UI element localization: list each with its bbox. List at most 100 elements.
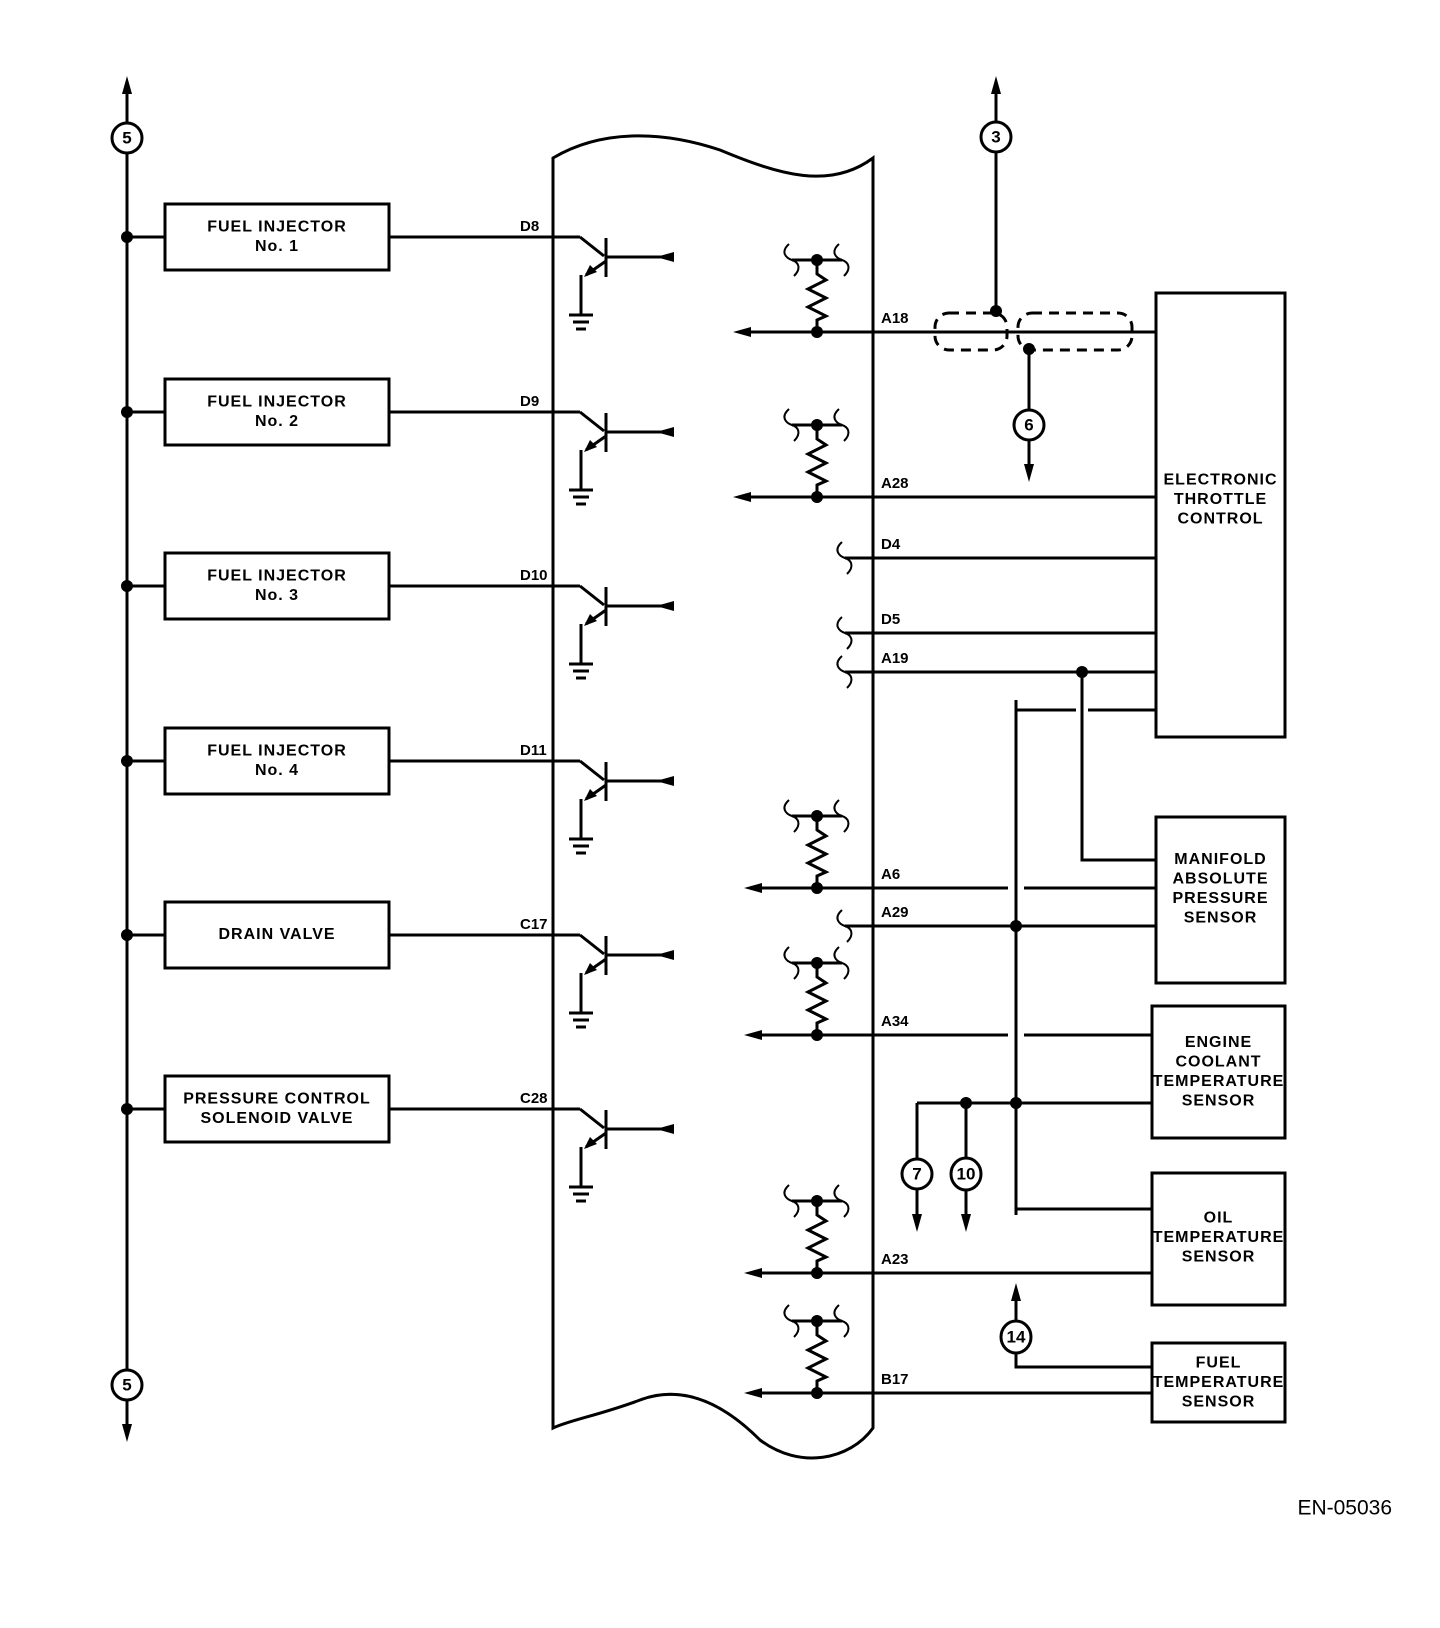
manifold-absolute-pressure-sensor-label-line: MANIFOLD (1174, 851, 1266, 868)
pin-label: C28 (520, 1090, 548, 1107)
resistor-node-dot (811, 882, 823, 894)
supply-break (783, 1304, 850, 1338)
shield-outline-1 (933, 311, 1009, 352)
supply-break (783, 946, 850, 980)
pin-label: D10 (520, 567, 548, 584)
ref-14-arrow-icon (1011, 1283, 1021, 1301)
connector-ref-3-label: 3 (991, 127, 1000, 146)
fuel-temperature-sensor-label-line: FUEL (1196, 1355, 1242, 1372)
electronic-throttle-control-box (1154, 291, 1287, 739)
engine-coolant-temperature-sensor-box (1150, 1004, 1287, 1140)
pin-label: D5 (881, 611, 900, 628)
resistor-node-dot (811, 1387, 823, 1399)
break-icon (836, 616, 853, 650)
manifold-absolute-pressure-sensor-label-line: ABSOLUTE (1173, 870, 1269, 887)
ground-icon (569, 837, 593, 855)
drain-valve-label-line: DRAIN VALVE (218, 926, 335, 943)
input-arrow-icon (733, 492, 751, 502)
emitter-arrow-icon (584, 1137, 597, 1149)
break-icon (836, 909, 853, 943)
ground-10-arrow-icon (961, 1214, 971, 1232)
input-arrow-icon (744, 1030, 762, 1040)
engine-coolant-temperature-sensor-label-line: SENSOR (1182, 1092, 1256, 1109)
emitter-arrow-icon (584, 789, 597, 801)
sensor-pin-a34: A34 (744, 946, 909, 1041)
sensor-pin-a19: A19 (836, 650, 909, 689)
electronic-throttle-control-label-line: ELECTRONIC (1164, 472, 1278, 489)
break-left-icon (783, 799, 800, 833)
supply-break (783, 243, 850, 277)
bus-up-arrow-icon (122, 76, 132, 94)
fuel-temperature-sensor-label-line: TEMPERATURE (1153, 1374, 1285, 1391)
pullup-resistor-icon (783, 1304, 850, 1399)
pullup-resistor-icon (783, 799, 850, 894)
ground-icon (569, 662, 593, 680)
ecu-body (551, 134, 875, 1460)
sensor-pin-a6: A6 (744, 799, 900, 894)
collector (579, 584, 605, 607)
engine-coolant-temperature-sensor-label-line: COOLANT (1175, 1053, 1261, 1070)
ref-3-arrow-icon (991, 76, 1001, 94)
driver-transistor-icon (569, 1107, 674, 1203)
collector (579, 235, 605, 258)
fuel-injector-1-label-line: FUEL INJECTOR (207, 218, 347, 235)
sensor-pin-a29: A29 (836, 904, 909, 943)
figure-reference-code: EN-05036 (1297, 1497, 1392, 1520)
sensor-pin-d4: D4 (836, 536, 901, 575)
collector (579, 410, 605, 433)
electronic-throttle-control-label-line: THROTTLE (1174, 491, 1267, 508)
ref-6-arrow-icon (1024, 464, 1034, 482)
fuel-injector-1-box (163, 202, 391, 272)
sensor-ground-wire (1014, 708, 1156, 1211)
pin-label: D9 (520, 393, 539, 410)
pin-label: D4 (881, 536, 901, 553)
base-arrow-icon (656, 950, 674, 960)
resistor-zigzag (804, 1321, 830, 1393)
driver-transistor-icon (569, 584, 674, 680)
connector-ref-top-left: 5 (110, 121, 144, 155)
resistor-zigzag (804, 1201, 830, 1273)
break-right-icon (833, 1304, 850, 1338)
a19-map-branch (1080, 672, 1156, 862)
sensor-pin-d5: D5 (836, 611, 900, 650)
collector (579, 759, 605, 782)
base-arrow-icon (656, 601, 674, 611)
supply-break (783, 799, 850, 833)
bus-down-arrow-icon (122, 1424, 132, 1442)
fuel-temp-return-wire (1014, 1290, 1152, 1369)
driver-transistor-icon (569, 410, 674, 506)
connector-ref-10: 10 (949, 1156, 983, 1192)
oil-temperature-sensor-label-line: TEMPERATURE (1153, 1229, 1285, 1246)
connector-ref-14-circle (999, 1319, 1033, 1355)
pin-label: A6 (881, 866, 900, 883)
connector-ref-14: 14 (999, 1319, 1033, 1355)
resistor-zigzag (804, 425, 830, 497)
shielded-cable: 36 (933, 76, 1134, 482)
shield-outline-2 (1016, 311, 1134, 352)
sensor-wiring: 7 10 14 (873, 330, 1156, 1395)
connector-ref-7-circle (900, 1157, 934, 1191)
pullup-resistor-icon (783, 243, 850, 338)
connector-ref-7-label: 7 (912, 1164, 921, 1183)
pin-label: A18 (881, 310, 909, 327)
sensor-pin-a28: A28 (733, 408, 909, 503)
pin-label: D8 (520, 218, 539, 235)
electronic-throttle-control-label-line: CONTROL (1177, 511, 1263, 528)
oil-temperature-sensor-label-line: OIL (1204, 1210, 1234, 1227)
emitter-arrow-icon (584, 265, 597, 277)
resistor-zigzag (804, 963, 830, 1035)
fuel-injector-4-box (163, 726, 391, 796)
pressure-control-solenoid-valve-label-line: PRESSURE CONTROL (183, 1090, 371, 1107)
pullup-resistor-icon (783, 946, 850, 1041)
pullup-resistor-icon (783, 408, 850, 503)
pin-label: B17 (881, 1371, 909, 1388)
engine-coolant-temperature-sensor-label-line: ENGINE (1185, 1034, 1252, 1051)
connector-ref-6: 6 (1012, 408, 1046, 442)
collector (579, 1107, 605, 1130)
